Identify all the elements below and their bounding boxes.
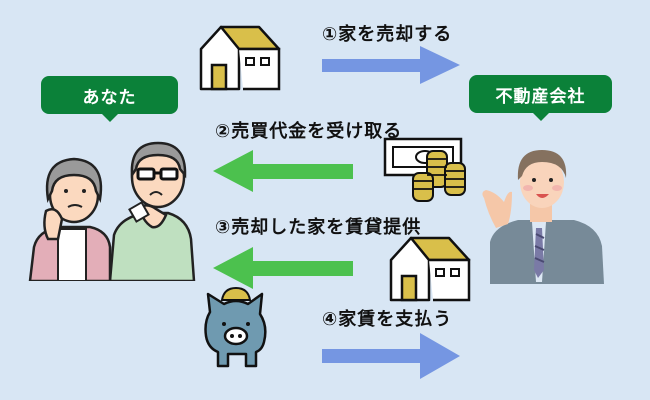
- step-4-label: ④家賃を支払う: [322, 309, 453, 330]
- cash-coins-icon: [383, 137, 469, 203]
- company-label: 不動産会社: [495, 86, 586, 107]
- piggy-bank-icon: [202, 286, 270, 372]
- step-3-label: ③売却した家を賃貸提供: [215, 217, 422, 238]
- company-label-badge: 不動産会社: [469, 75, 612, 121]
- step-1-label: ①家を売却する: [322, 24, 453, 45]
- realtor-illustration: [478, 142, 618, 284]
- arrow-left-icon: [213, 150, 353, 192]
- arrow-left-icon: [213, 247, 353, 289]
- elderly-couple-illustration: [28, 135, 198, 281]
- house-icon: [199, 25, 281, 91]
- house-icon: [389, 236, 471, 302]
- you-label: あなた: [82, 87, 137, 108]
- arrow-right-icon: [322, 46, 462, 84]
- step-2-label: ②売買代金を受け取る: [215, 121, 403, 142]
- badge-tail: [101, 114, 118, 122]
- badge-tail: [532, 113, 549, 121]
- arrow-right-icon: [322, 333, 462, 379]
- you-label-badge: あなた: [41, 76, 178, 122]
